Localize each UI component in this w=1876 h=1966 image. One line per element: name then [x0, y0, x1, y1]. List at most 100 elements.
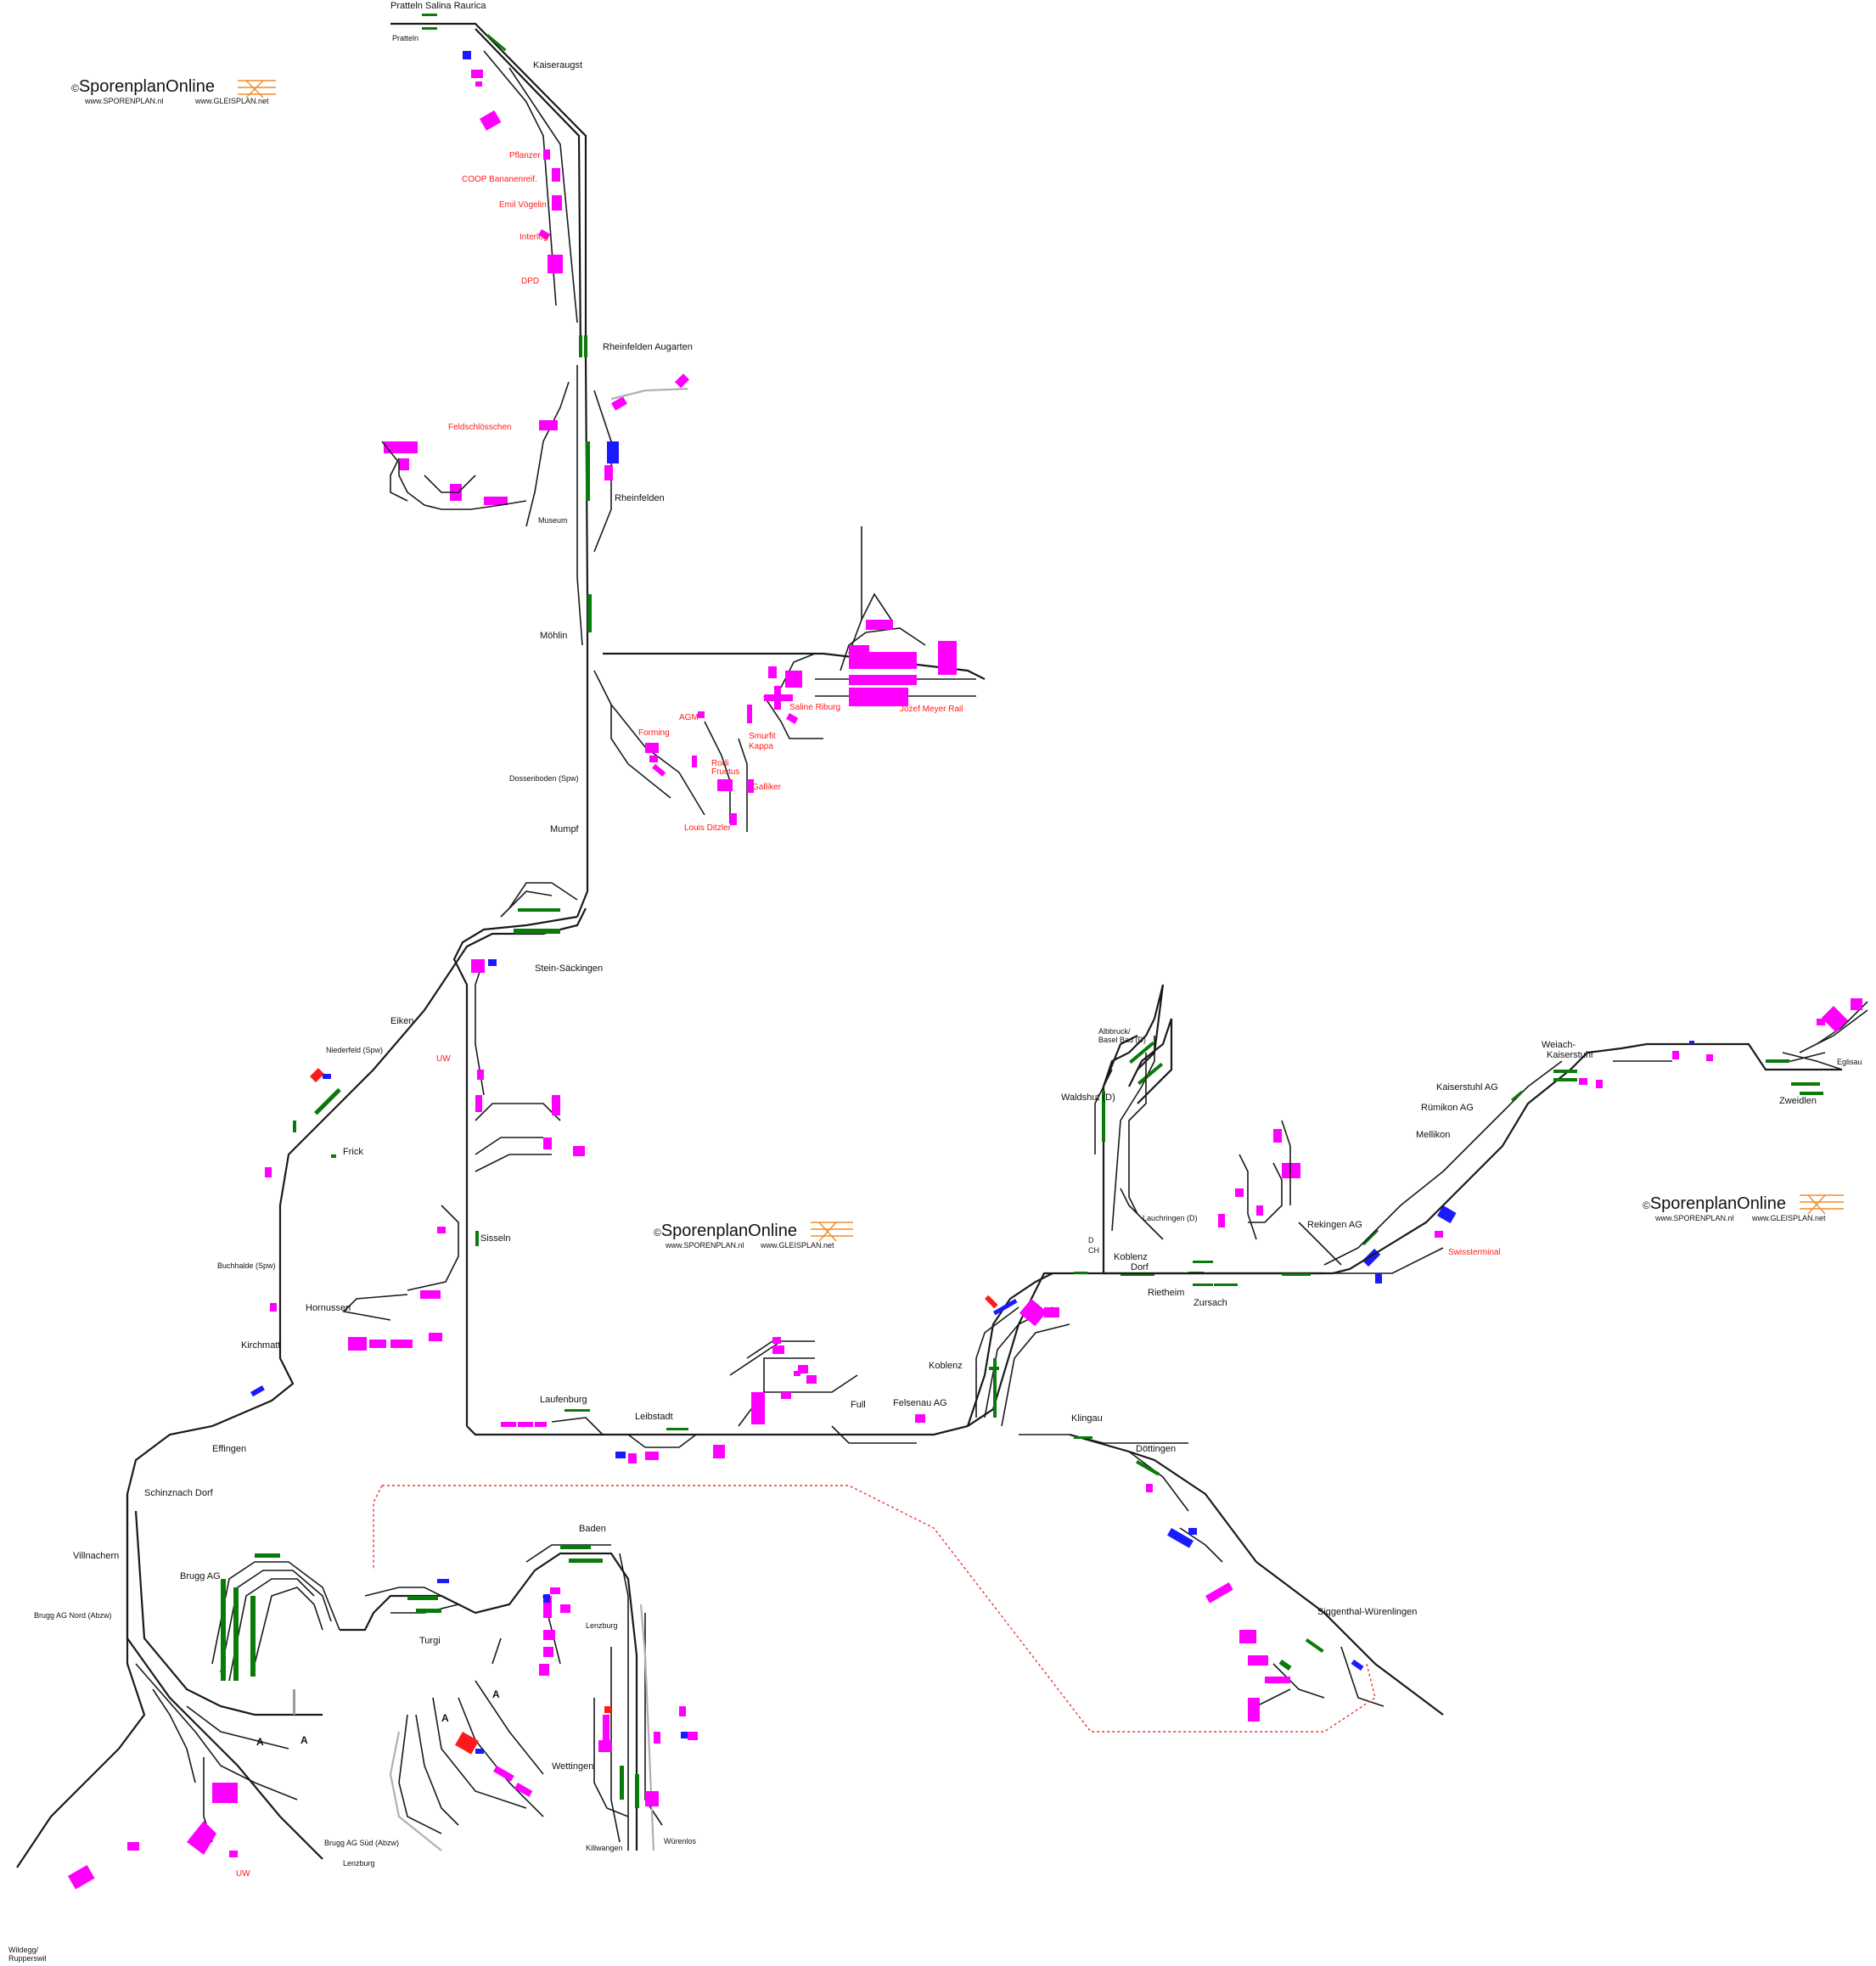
label-zweidlen: Zweidlen: [1779, 1096, 1817, 1106]
label-albbruck: Albbruck/ Basel Bad (D): [1098, 1027, 1146, 1044]
label-uw1: UW: [436, 1054, 451, 1064]
stein-sackingen-area: [16, 882, 587, 1868]
east-platforms: [1214, 1059, 1823, 1286]
dotted-route-west: [373, 1485, 383, 1570]
label-weiach-1: Weiach-: [1542, 1040, 1576, 1050]
label-rheinfelden-augarten: Rheinfelden Augarten: [603, 342, 693, 352]
label-mohlin: Möhlin: [540, 631, 567, 641]
label-feldschlosschen: Feldschlösschen: [448, 423, 511, 432]
svg-text:©SporenplanOnline: ©SporenplanOnline: [1643, 1194, 1786, 1213]
stein-industry: [250, 959, 585, 1397]
station-labels: Pratteln Salina Raurica Pratteln Kaisera…: [8, 1, 1862, 1963]
logo-right: ©SporenplanOnline www.SPORENPLAN.nl www.…: [1643, 1194, 1844, 1222]
label-wildegg: Wildegg/ Rupperswil: [8, 1946, 47, 1963]
koblenz-platforms: [989, 1041, 1379, 1418]
label-koblenz-dorf: Koblenz Dorf: [1114, 1252, 1150, 1272]
rhine-industry: [501, 1337, 925, 1463]
label-rumikon: Rümikon AG: [1421, 1103, 1474, 1113]
label-effingen: Effingen: [212, 1444, 246, 1454]
logo-top-left: ©SporenplanOnline www.SPORENPLAN.nl www.…: [71, 77, 276, 105]
svg-text:www.SPORENPLAN.nl: www.SPORENPLAN.nl: [84, 97, 164, 105]
main-line-north: [390, 22, 612, 918]
junction-markers: A A A A: [256, 1688, 500, 1748]
label-albbruck-1: Albbruck/: [1098, 1027, 1131, 1036]
label-ch: CH: [1088, 1246, 1099, 1255]
label-brugg-nord: Brugg AG Nord (Abzw): [34, 1611, 112, 1620]
label-uw2: UW: [236, 1869, 250, 1879]
label-klingau: Klingau: [1071, 1413, 1103, 1424]
brugg-industry: [67, 1579, 698, 1890]
label-rekingen: Rekingen AG: [1307, 1220, 1362, 1230]
mohlin-industry: [645, 620, 957, 825]
label-museum: Museum: [538, 516, 568, 525]
label-villnachern: Villnachern: [73, 1551, 119, 1561]
label-wettingen: Wettingen: [552, 1761, 593, 1772]
brugg-platforms: [221, 1545, 639, 1808]
label-dossenboden: Dossenboden (Spw): [509, 774, 579, 783]
rhine-platforms: [564, 1272, 1087, 1430]
label-smurfit: Smurfit Kappa: [749, 732, 778, 751]
label-swissterminal: Swissterminal: [1448, 1248, 1501, 1257]
label-weiach-2: Kaiserstuhl: [1547, 1050, 1592, 1060]
label-rietheim: Rietheim: [1148, 1288, 1184, 1298]
label-siggenthal: Siggenthal-Würenlingen: [1317, 1607, 1417, 1617]
label-eglisau: Eglisau: [1837, 1058, 1862, 1066]
label-koblenz-dorf-2: Dorf: [1131, 1262, 1149, 1272]
label-sisseln: Sisseln: [480, 1233, 510, 1244]
label-turgi: Turgi: [419, 1636, 441, 1646]
label-koblenz: Koblenz: [929, 1361, 963, 1371]
label-pratteln-salina: Pratteln Salina Raurica: [390, 1, 486, 11]
label-rheinfelden: Rheinfelden: [615, 493, 665, 503]
label-smurfit-2: Kappa: [749, 742, 773, 751]
label-kirchmatt: Kirchmatt: [241, 1340, 280, 1351]
label-buchhalde: Buchhalde (Spw): [217, 1261, 276, 1270]
label-stein-sackingen: Stein-Säckingen: [535, 963, 603, 974]
label-wildegg-1: Wildegg/: [8, 1946, 39, 1954]
waldshut-line: [1102, 984, 1868, 1275]
label-full: Full: [851, 1400, 866, 1410]
label-louis: Louis Ditzler: [684, 823, 732, 833]
label-pratteln: Pratteln: [392, 34, 418, 42]
label-killwangen: Killwangen: [586, 1844, 623, 1852]
dottingen-line: [1069, 1433, 1444, 1716]
label-wurenlos: Würenlos: [664, 1837, 697, 1845]
label-niederfeld: Niederfeld (Spw): [326, 1046, 383, 1054]
label-felsenau: Felsenau AG: [893, 1398, 947, 1408]
label-frick: Frick: [343, 1147, 363, 1157]
svg-text:www.GLEISPLAN.net: www.GLEISPLAN.net: [194, 97, 269, 105]
platforms-north: [422, 14, 592, 632]
marker-a2: A: [300, 1734, 308, 1746]
koblenz-area: [966, 1035, 1444, 1444]
label-smurfit-1: Smurfit: [749, 732, 776, 741]
label-koblenz-dorf-1: Koblenz: [1114, 1252, 1148, 1262]
dottingen-objects: [1074, 1436, 1364, 1722]
label-d: D: [1088, 1236, 1094, 1244]
label-baden: Baden: [579, 1524, 606, 1534]
label-lenzburg2: Lenzburg: [586, 1621, 618, 1630]
label-hornussen: Hornussen: [306, 1303, 351, 1313]
label-weiach: Weiach- Kaiserstuhl: [1542, 1040, 1592, 1060]
label-brugg-sud: Brugg AG Süd (Abzw): [324, 1839, 399, 1847]
stein-platforms: [293, 908, 560, 1246]
label-mellikon: Mellikon: [1416, 1130, 1450, 1140]
marker-a4: A: [492, 1688, 500, 1700]
koblenz-industry: [985, 1129, 1457, 1327]
label-mumpf: Mumpf: [550, 824, 580, 834]
marker-a1: A: [256, 1736, 264, 1748]
label-interlog: Interlog: [520, 233, 548, 242]
label-kaiserstuhl: Kaiserstuhl AG: [1436, 1082, 1498, 1093]
label-kaiseraugst: Kaiseraugst: [533, 60, 582, 70]
svg-text:©SporenplanOnline: ©SporenplanOnline: [654, 1222, 797, 1240]
label-agm: AGM: [679, 713, 699, 722]
east-industry: [1579, 998, 1862, 1088]
svg-text:www.SPORENPLAN.nl: www.SPORENPLAN.nl: [1654, 1214, 1734, 1222]
label-leibstadt: Leibstadt: [635, 1412, 673, 1422]
label-rodi: Rodi Fructus: [711, 759, 739, 777]
rheinfelden-area-tracks: [381, 387, 688, 510]
label-pflanzer: Pflanzer: [509, 151, 541, 160]
label-schinznach: Schinznach Dorf: [144, 1488, 214, 1498]
label-zursach: Zursach: [1194, 1298, 1227, 1308]
label-waldshut: Waldshut (D): [1061, 1093, 1115, 1103]
logo-center: ©SporenplanOnline www.SPORENPLAN.nl www.…: [654, 1222, 853, 1250]
